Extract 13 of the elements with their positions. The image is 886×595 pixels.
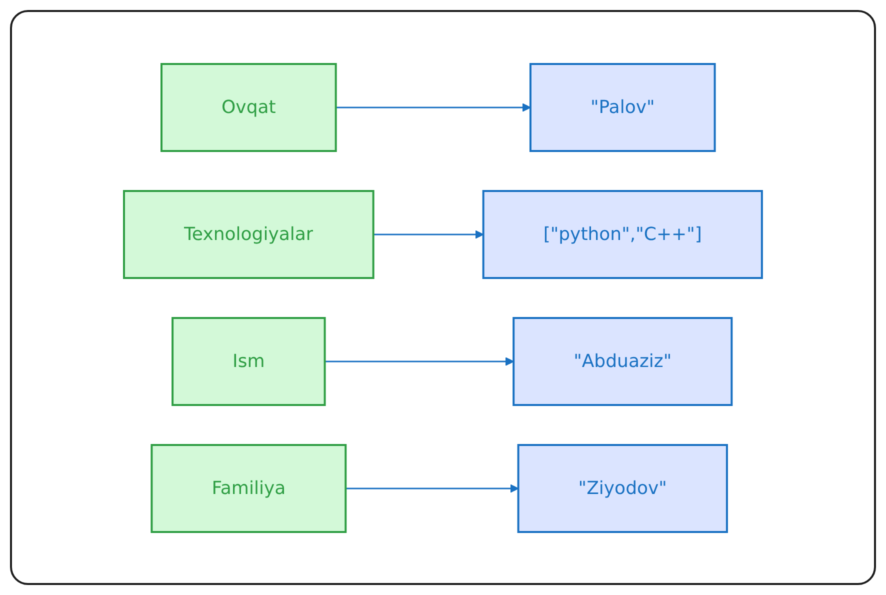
node-box	[123, 190, 374, 278]
node-box	[172, 316, 326, 406]
node-box	[530, 62, 716, 152]
node-box	[512, 316, 733, 406]
arrow	[324, 356, 514, 366]
node-box	[150, 444, 347, 532]
node-box	[160, 62, 337, 152]
frame-border: Ovqat "Palov" Texnologiyalar ["python","C++"] Ism "Abduaziz" Familiya "Ziyodov"	[10, 10, 876, 585]
arrow	[373, 230, 484, 238]
node-box	[482, 190, 763, 278]
arrow	[346, 484, 519, 492]
arrow	[336, 102, 531, 112]
node-box	[517, 444, 728, 532]
